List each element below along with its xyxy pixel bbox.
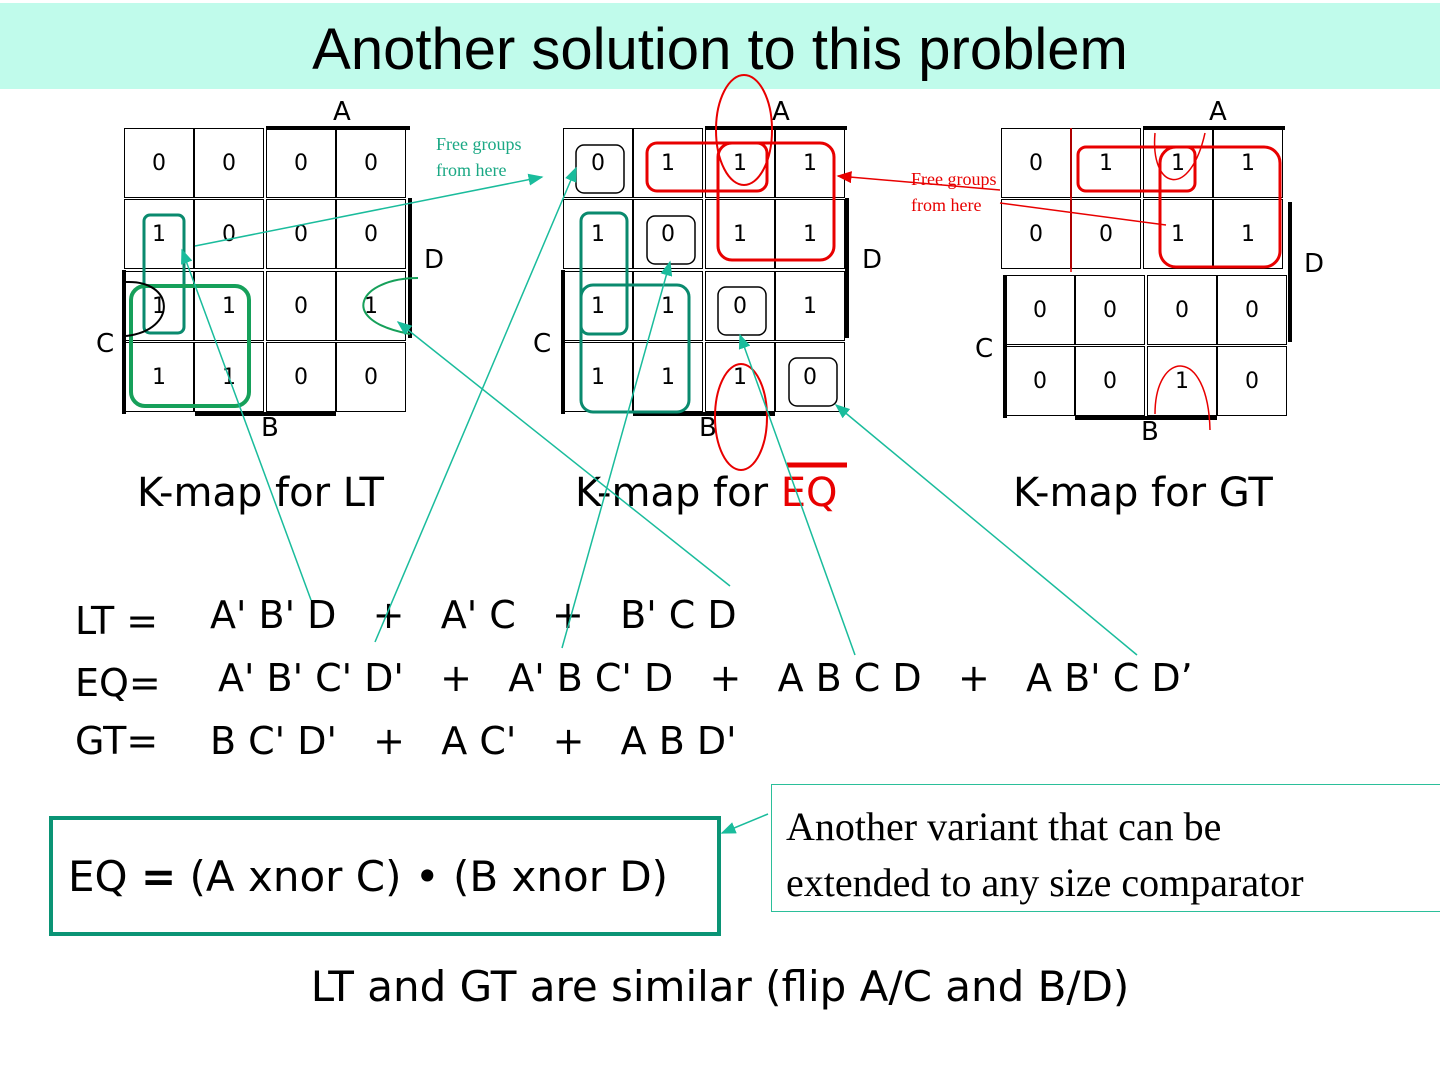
kmap-cell: 0 (1075, 275, 1145, 345)
kmap-cell: 1 (1213, 128, 1283, 198)
kmap-gt: 0 1 1 1 0 0 1 1 0 0 0 0 0 0 1 0 (1001, 128, 1291, 420)
kmap-gt-caption: K-map for GT (1013, 470, 1273, 516)
kmap-cell: 0 (336, 199, 406, 269)
kmap-cell: 1 (1147, 346, 1217, 416)
kmap-lt-caption: K-map for LT (137, 470, 384, 516)
kmap-cell: 1 (775, 271, 845, 341)
kmap-lt-label-c: C (96, 329, 115, 359)
kmap-cell: 1 (194, 271, 264, 341)
kmap-cell: 1 (1143, 199, 1213, 269)
kmap-cell: 1 (633, 271, 703, 341)
eq-bar-label: EQ (780, 470, 838, 516)
kmap-gt-label-d: D (1304, 249, 1325, 279)
kmap-cell: 1 (563, 199, 633, 269)
kmap-lt-label-b: B (261, 413, 279, 443)
kmap-cell: 0 (1071, 199, 1141, 269)
kmap-cell: 1 (775, 199, 845, 269)
kmap-eq-label-a: A (772, 97, 790, 127)
kmap-cell: 1 (633, 128, 703, 198)
kmap-cell: 0 (1075, 346, 1145, 416)
kmap-eq-label-b: B (699, 413, 717, 443)
kmap-cell: 0 (1001, 128, 1071, 198)
kmap-cell: 0 (633, 199, 703, 269)
kmap-cell: 0 (194, 128, 264, 198)
equation-eq-terms: A' B' C' D' + A' B C' D + A B C D + A B'… (218, 656, 1193, 700)
kmap-cell: 1 (1213, 199, 1283, 269)
kmap-cell: 1 (705, 128, 775, 198)
kmap-cell: 0 (775, 342, 845, 412)
kmap-cell: 0 (1001, 199, 1071, 269)
kmap-lt: 0 0 0 0 1 0 0 0 1 1 0 1 1 1 0 0 (124, 128, 410, 414)
kmap-cell: 0 (266, 128, 336, 198)
xnor-equation: EQ = (A xnor C) • (B xnor D) (68, 852, 669, 901)
kmap-cell: 1 (336, 271, 406, 341)
kmap-eq-label-d: D (862, 245, 883, 275)
kmap-cell: 0 (336, 128, 406, 198)
kmap-cell: 0 (705, 271, 775, 341)
kmap-cell: 1 (124, 271, 194, 341)
kmap-cell: 1 (705, 342, 775, 412)
kmap-cell: 0 (266, 271, 336, 341)
kmap-cell: 1 (775, 128, 845, 198)
bottom-note: LT and GT are similar (flip A/C and B/D) (310, 962, 1130, 1011)
kmap-eq: 0 1 1 1 1 0 1 1 1 1 0 1 1 1 1 0 (563, 128, 847, 414)
kmap-cell: 1 (124, 199, 194, 269)
kmap-cell: 0 (1005, 275, 1075, 345)
kmap-cell: 1 (563, 342, 633, 412)
equation-gt-terms: B C' D' + A C' + A B D' (210, 719, 737, 763)
kmap-lt-label-a: A (333, 97, 351, 127)
kmap-cell: 0 (1005, 346, 1075, 416)
kmap-cell: 1 (563, 271, 633, 341)
kmap-cell: 0 (1147, 275, 1217, 345)
kmap-cell: 0 (194, 199, 264, 269)
kmap-cell: 1 (1071, 128, 1141, 198)
kmap-cell: 1 (124, 342, 194, 412)
kmap-eq-caption: K-map for EQ (575, 470, 838, 516)
equation-lt: LT = (75, 599, 159, 643)
kmap-cell: 0 (563, 128, 633, 198)
kmap-cell: 1 (1143, 128, 1213, 198)
page-title: Another solution to this problem (312, 17, 1128, 82)
kmap-cell: 1 (194, 342, 264, 412)
kmap-cell: 1 (633, 342, 703, 412)
kmap-cell: 0 (266, 342, 336, 412)
kmap-gt-label-b: B (1141, 417, 1159, 447)
kmap-lt-label-d: D (424, 245, 445, 275)
equation-gt: GT= (75, 719, 159, 763)
equation-lt-terms: A' B' D + A' C + B' C D (210, 593, 737, 637)
kmap-cell: 0 (1217, 346, 1287, 416)
xnor-equation-box (49, 816, 721, 936)
kmap-cell: 0 (1217, 275, 1287, 345)
kmap-eq-label-c: C (533, 329, 552, 359)
kmap-gt-label-c: C (975, 334, 994, 364)
kmap-gt-label-a: A (1209, 97, 1227, 127)
kmap-cell: 0 (124, 128, 194, 198)
equation-eq: EQ= (75, 661, 161, 705)
variant-note-box: Another variant that can be extended to … (771, 784, 1440, 912)
kmap-cell: 0 (336, 342, 406, 412)
kmap-cell: 1 (705, 199, 775, 269)
kmap-cell: 0 (266, 199, 336, 269)
